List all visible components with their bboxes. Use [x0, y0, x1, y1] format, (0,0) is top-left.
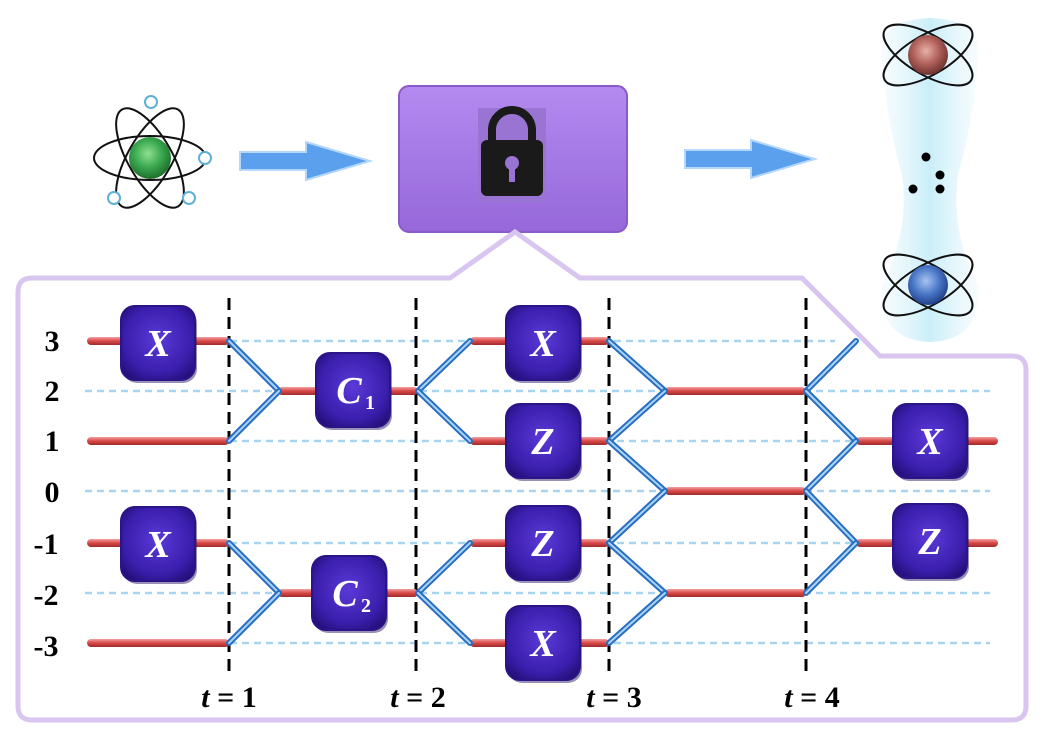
coupler-arm-highlight — [608, 490, 666, 544]
splitter-arm-highlight — [417, 390, 471, 442]
gate-label: Z — [530, 421, 554, 463]
level-label-minus-1: -1 — [34, 528, 59, 561]
time-label-1: t = 1 — [201, 681, 256, 714]
x-gate: X — [120, 506, 197, 584]
splitter-arm-highlight — [417, 340, 471, 392]
gate-label: X — [144, 524, 172, 566]
coupler-arm-highlight — [228, 390, 280, 442]
gate-label: X — [916, 421, 944, 463]
coupler-arm-highlight — [608, 440, 666, 492]
gate-subscript: 1 — [365, 392, 375, 414]
gate-label: X — [529, 323, 557, 365]
output-state-glow — [881, 18, 979, 342]
splitter-arm-highlight — [805, 340, 857, 392]
lock-box — [398, 85, 628, 233]
level-label-minus-2: -2 — [34, 579, 59, 612]
x-gate: X — [505, 305, 582, 383]
coupler-arm-highlight — [608, 340, 666, 392]
level-label-2: 2 — [45, 375, 60, 408]
x-gate: X — [120, 305, 197, 383]
gate-label: Z — [530, 523, 554, 565]
level-label-1: 1 — [45, 425, 60, 458]
coupler-arm-highlight — [805, 490, 857, 544]
gate-label: X — [144, 323, 172, 365]
coupler-arm-highlight — [805, 542, 857, 594]
input-atom-icon — [93, 95, 212, 209]
level-label-minus-3: -3 — [34, 630, 59, 663]
waveguide — [665, 589, 806, 597]
x-gate: X — [505, 605, 582, 683]
output-atom-top-icon — [882, 23, 974, 87]
time-dividers — [227, 298, 808, 677]
time-label-2: t = 2 — [390, 681, 445, 714]
gate-label: X — [529, 623, 557, 665]
arrow-icon — [239, 140, 374, 182]
time-label-4: t = 4 — [784, 681, 839, 714]
vertical-ellipsis-icon — [908, 152, 945, 194]
coupler-arm-highlight — [228, 542, 280, 594]
waveguide — [87, 639, 229, 647]
z-gate: Z — [505, 403, 582, 481]
coupler-arm-highlight — [805, 440, 857, 492]
coupler-arm-highlight — [608, 542, 666, 594]
z-gate: Z — [892, 503, 969, 581]
waveguide — [87, 437, 229, 445]
x-gate: X — [892, 403, 969, 481]
coupler-arm-highlight — [805, 390, 857, 442]
coupler-arm-highlight — [608, 592, 666, 644]
splitter-arm-highlight — [417, 542, 471, 594]
gate-label: Z — [917, 521, 941, 563]
gate-subscript: 2 — [361, 595, 371, 617]
coupler-arm-highlight — [608, 390, 666, 442]
output-atom-bottom-icon — [882, 253, 974, 317]
splitter-arm-highlight — [417, 592, 471, 644]
level-label-0: 0 — [45, 476, 60, 509]
coupler-arm-highlight — [228, 592, 280, 644]
arrow-icon — [684, 138, 819, 180]
time-label-3: t = 3 — [586, 681, 641, 714]
lock-icon — [481, 106, 543, 196]
waveguide — [665, 487, 806, 495]
level-label-3: 3 — [45, 325, 60, 358]
coupler-arm-highlight — [228, 340, 280, 392]
gate-label: C — [332, 573, 358, 615]
z-gate: Z — [505, 505, 582, 583]
gate-label: C — [336, 370, 362, 412]
waveguide — [665, 387, 806, 395]
couplers — [226, 338, 859, 646]
